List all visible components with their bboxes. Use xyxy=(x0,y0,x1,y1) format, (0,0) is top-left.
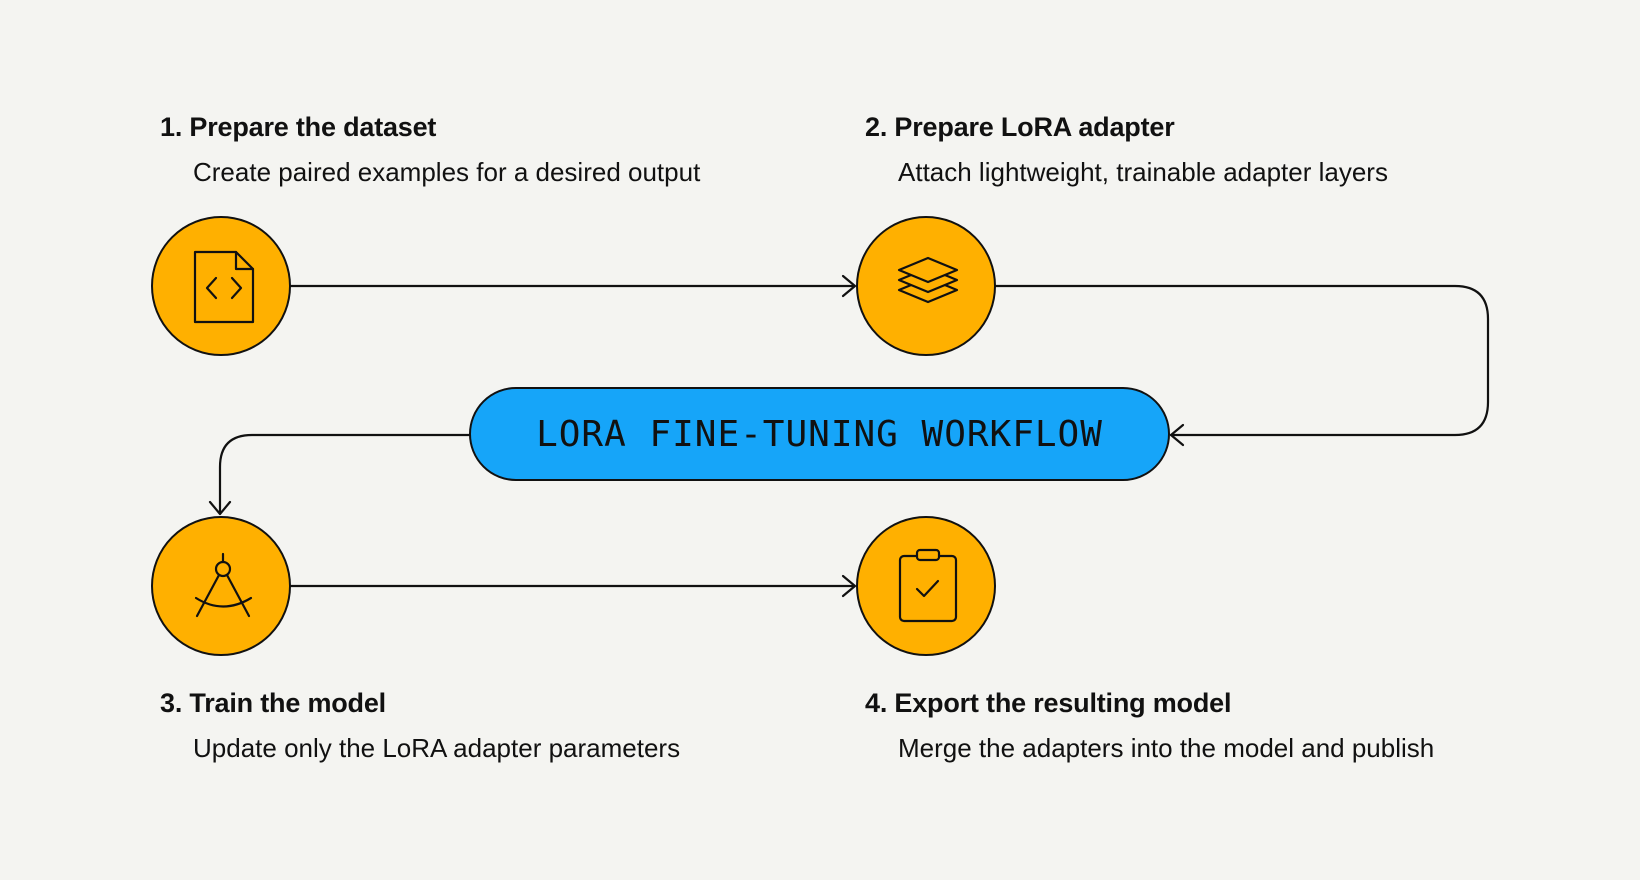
arrow-head-step3 xyxy=(208,500,232,516)
step-2-description: Attach lightweight, trainable adapter la… xyxy=(898,157,1388,187)
step-3-title: 3. Train the model xyxy=(160,688,386,718)
compass-icon xyxy=(194,552,253,618)
arrow-head-step4 xyxy=(841,574,857,598)
arrow-head-center xyxy=(1169,423,1185,447)
step-2-node xyxy=(856,216,996,356)
step-4-text: 4. Export the resulting model Merge the … xyxy=(865,688,1434,764)
step-1-text: 1. Prepare the dataset Create paired exa… xyxy=(160,112,700,188)
step-4-description: Merge the adapters into the model and pu… xyxy=(898,733,1435,763)
step-2-text: 2. Prepare LoRA adapter Attach lightweig… xyxy=(865,112,1388,188)
step-3-node xyxy=(151,516,291,656)
arrow-head-step2 xyxy=(841,274,857,298)
step-3-text: 3. Train the model Update only the LoRA … xyxy=(160,688,680,764)
layers-icon xyxy=(897,256,959,304)
arrow-center-to-step3 xyxy=(218,433,471,514)
code-file-icon xyxy=(193,250,255,324)
step-4-title: 4. Export the resulting model xyxy=(865,688,1232,718)
step-2-title: 2. Prepare LoRA adapter xyxy=(865,112,1175,142)
step-1-title: 1. Prepare the dataset xyxy=(160,112,437,142)
step-1-description: Create paired examples for a desired out… xyxy=(193,157,701,187)
step-3-description: Update only the LoRA adapter parameters xyxy=(193,733,681,763)
workflow-title-pill: LORA FINE-TUNING WORKFLOW xyxy=(469,387,1170,481)
step-4-node xyxy=(856,516,996,656)
arrow-step2-to-center xyxy=(994,284,1490,437)
clipboard-check-icon xyxy=(898,548,958,623)
step-1-node xyxy=(151,216,291,356)
